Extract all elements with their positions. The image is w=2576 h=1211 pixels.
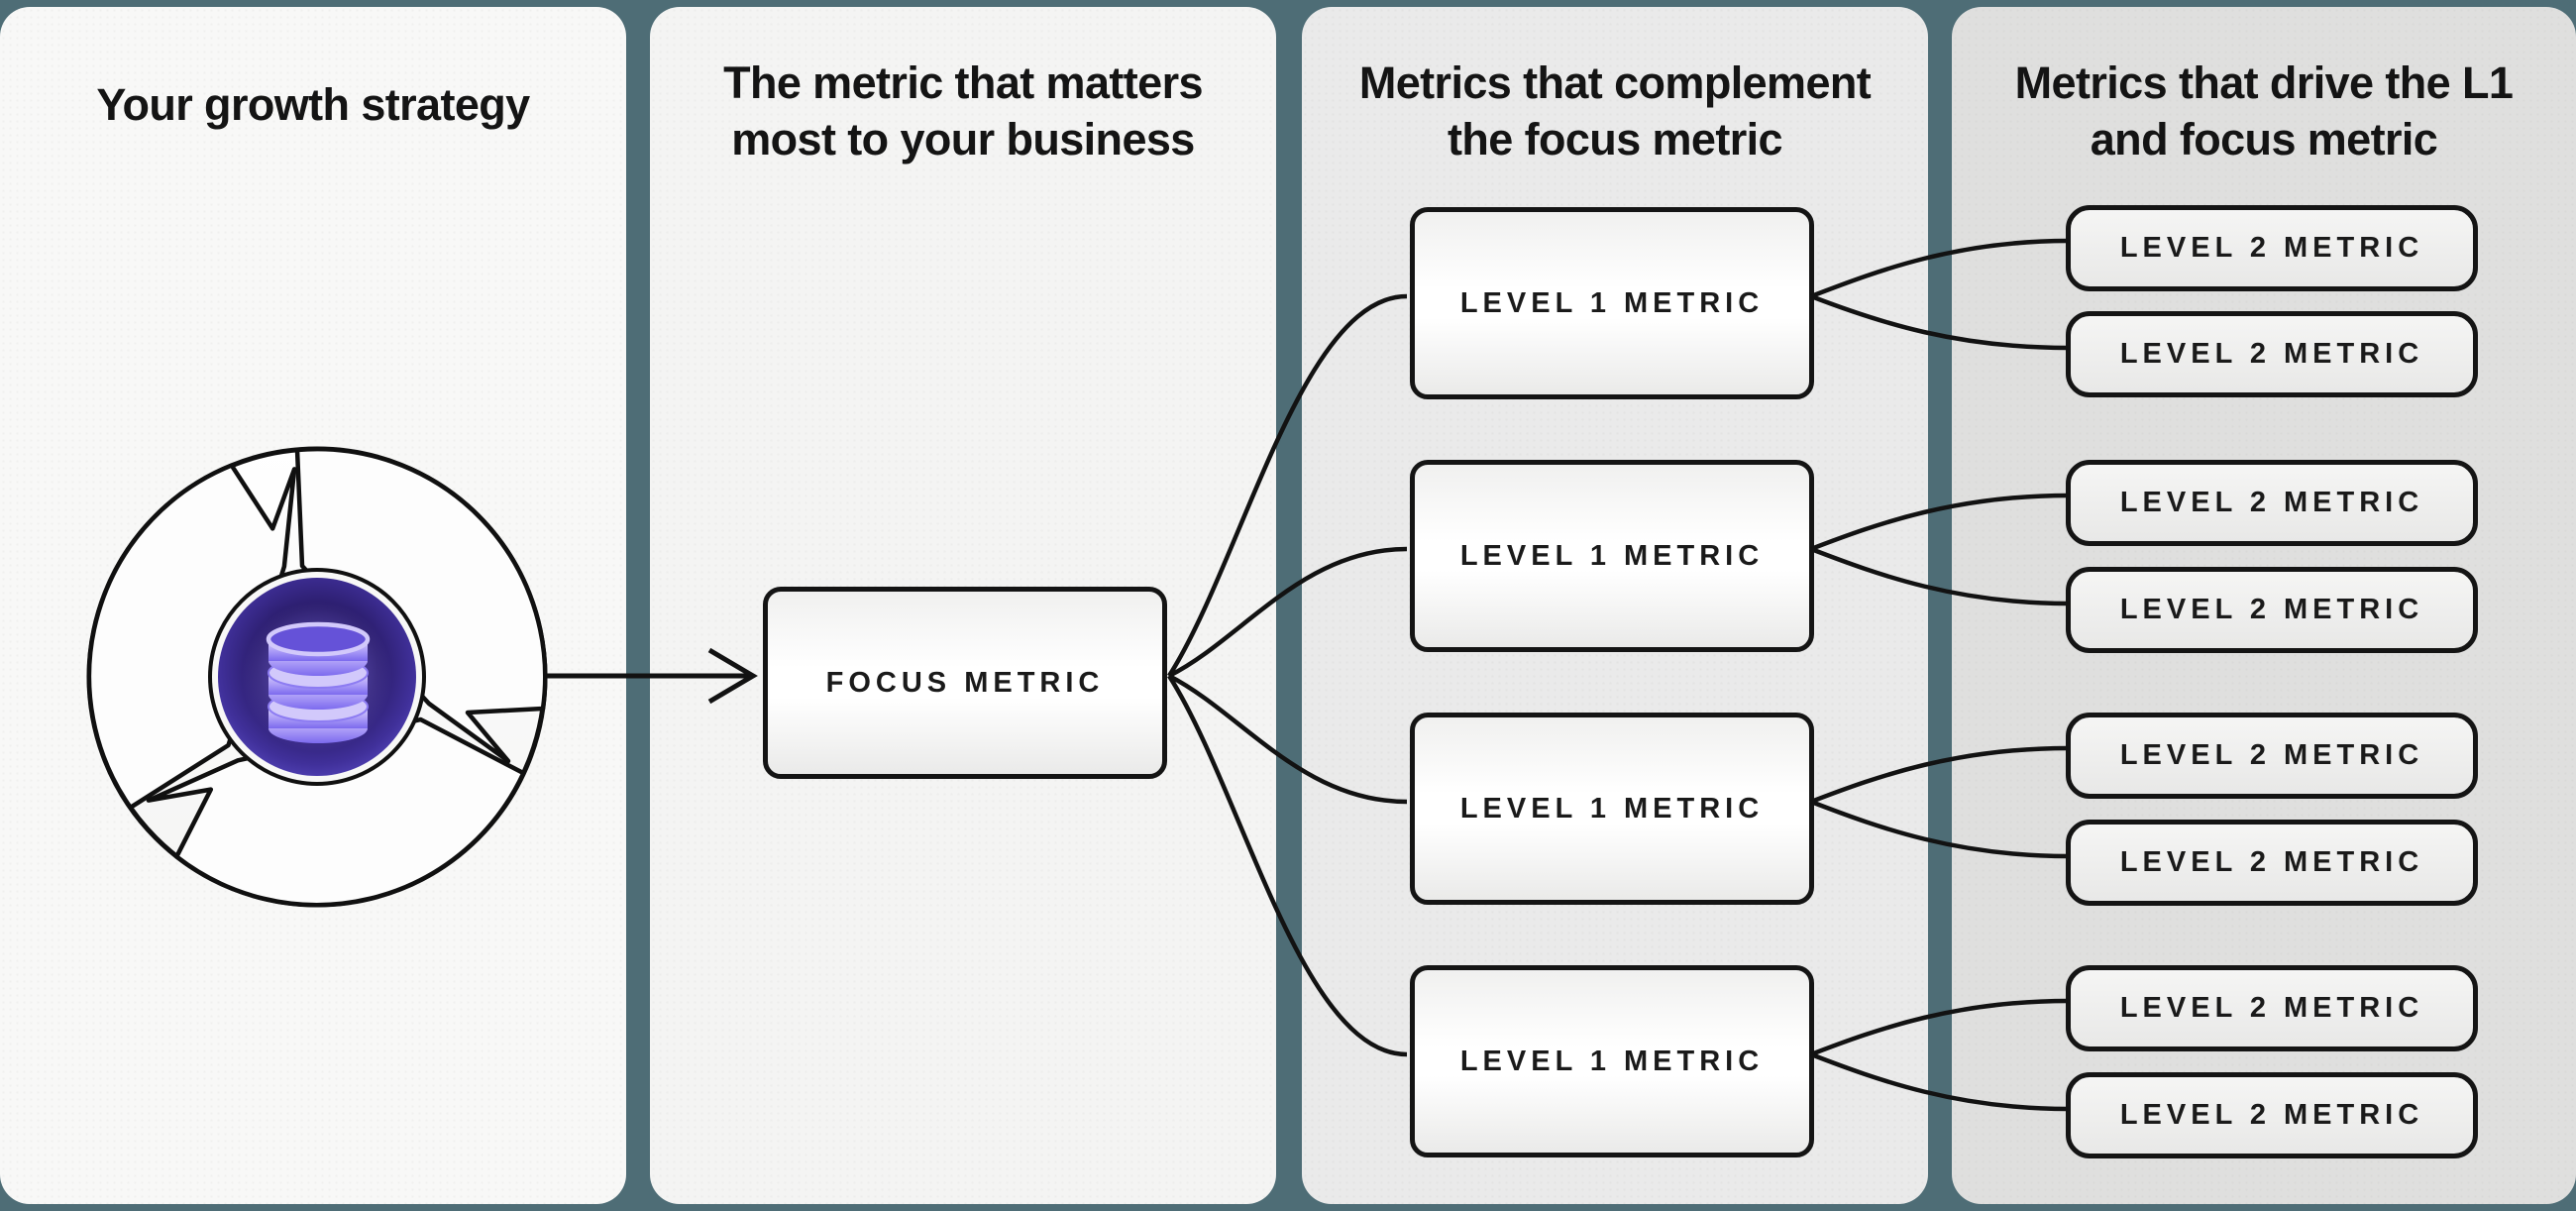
panel-title-line: The metric that matters <box>723 57 1203 108</box>
panel-growth-strategy: Your growth strategy <box>0 7 626 1204</box>
level1-metric-box: LEVEL 1 METRIC <box>1410 207 1814 399</box>
panel-title-line: and focus metric <box>2090 114 2438 165</box>
level2-metric-label: LEVEL 2 METRIC <box>2119 846 2424 878</box>
panel-title-line: most to your business <box>731 114 1195 165</box>
level2-metric-label: LEVEL 2 METRIC <box>2119 1099 2424 1131</box>
panel-level2-metrics: Metrics that drive the L1 and focus metr… <box>1952 7 2576 1204</box>
level2-metric-box: LEVEL 2 METRIC <box>2066 1072 2478 1158</box>
panel-title: The metric that matters most to your bus… <box>668 55 1258 167</box>
panel-title-line: Metrics that drive the L1 <box>2014 57 2514 108</box>
level2-metric-box: LEVEL 2 METRIC <box>2066 820 2478 906</box>
level2-metric-label: LEVEL 2 METRIC <box>2119 739 2424 771</box>
level1-metric-label: LEVEL 1 METRIC <box>1459 1045 1765 1077</box>
panel-title-line: Your growth strategy <box>96 79 530 130</box>
level2-metric-label: LEVEL 2 METRIC <box>2119 992 2424 1024</box>
panel-title-line: Metrics that complement <box>1358 57 1872 108</box>
level2-metric-label: LEVEL 2 METRIC <box>2119 594 2424 625</box>
level1-metric-box: LEVEL 1 METRIC <box>1410 965 1814 1157</box>
level2-metric-box: LEVEL 2 METRIC <box>2066 460 2478 546</box>
level2-metric-box: LEVEL 2 METRIC <box>2066 965 2478 1051</box>
level1-metric-label: LEVEL 1 METRIC <box>1459 792 1765 825</box>
level2-metric-label: LEVEL 2 METRIC <box>2119 487 2424 518</box>
panel-level1-metrics: Metrics that complement the focus metric… <box>1302 7 1928 1204</box>
level2-metric-box: LEVEL 2 METRIC <box>2066 567 2478 653</box>
level2-metric-box: LEVEL 2 METRIC <box>2066 205 2478 291</box>
level1-metric-box: LEVEL 1 METRIC <box>1410 460 1814 652</box>
panel-title: Your growth strategy <box>18 76 608 133</box>
level2-metric-label: LEVEL 2 METRIC <box>2119 232 2424 264</box>
level1-metric-label: LEVEL 1 METRIC <box>1459 539 1765 572</box>
focus-metric-label: FOCUS METRIC <box>825 666 1105 699</box>
level1-metric-box: LEVEL 1 METRIC <box>1410 713 1814 905</box>
level2-metric-box: LEVEL 2 METRIC <box>2066 713 2478 799</box>
panel-title: Metrics that complement the focus metric <box>1320 55 1910 167</box>
panel-title-line: the focus metric <box>1448 114 1783 165</box>
panel-title: Metrics that drive the L1 and focus metr… <box>1970 55 2558 167</box>
level2-metric-box: LEVEL 2 METRIC <box>2066 311 2478 397</box>
panel-focus-metric: The metric that matters most to your bus… <box>650 7 1276 1204</box>
level1-metric-label: LEVEL 1 METRIC <box>1459 286 1765 319</box>
level2-metric-label: LEVEL 2 METRIC <box>2119 338 2424 370</box>
focus-metric-box: FOCUS METRIC <box>763 587 1167 779</box>
